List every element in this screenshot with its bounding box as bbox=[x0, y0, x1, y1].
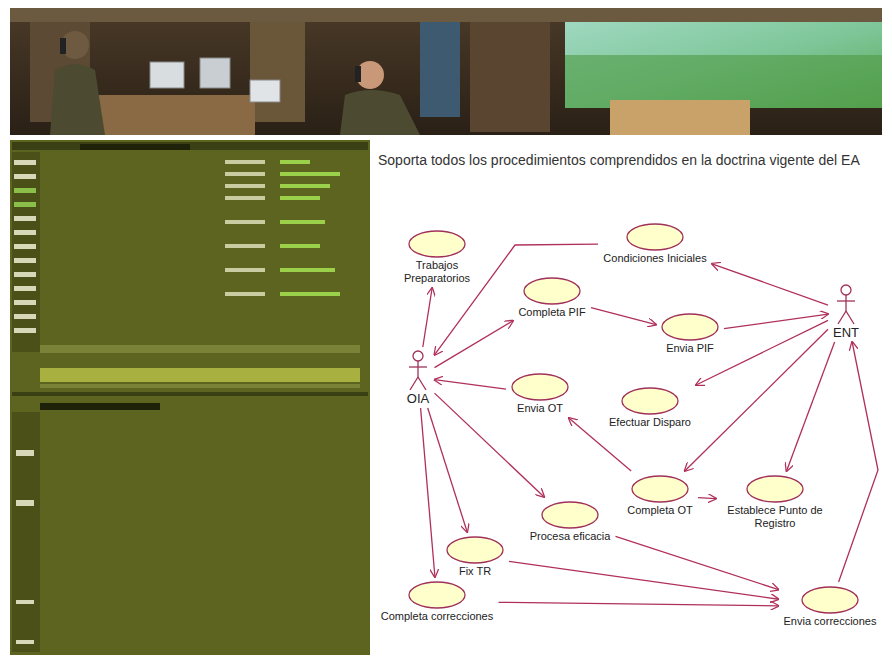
use-case-label: Completa correcciones bbox=[380, 610, 495, 623]
use-case: Efectuar Disparo bbox=[607, 386, 693, 429]
use-case-label: Condiciones Iniciales bbox=[602, 252, 707, 265]
use-case: Completa PIF bbox=[516, 276, 588, 319]
use-case-label: Envia OT bbox=[516, 402, 564, 415]
use-case-label: Fix TR bbox=[458, 565, 492, 578]
use-case: Envia correcciones bbox=[782, 585, 879, 628]
actor: OIA bbox=[405, 350, 432, 405]
use-case-label: Trabajos Preparatorios bbox=[396, 259, 478, 285]
use-case-ellipse bbox=[510, 372, 570, 402]
association-arrow bbox=[839, 342, 878, 582]
screenshot bbox=[10, 140, 370, 655]
association-arrow bbox=[421, 408, 435, 577]
association-arrow bbox=[509, 561, 779, 599]
actor-figure bbox=[834, 284, 858, 326]
actor-name: OIA bbox=[406, 392, 430, 405]
association-arrow bbox=[435, 380, 507, 389]
actor-name: ENT bbox=[832, 326, 860, 339]
use-case-label: Completa OT bbox=[626, 504, 693, 517]
use-case: Envia OT bbox=[509, 372, 571, 415]
use-case: Completa OT bbox=[625, 474, 695, 517]
use-case-label: Procesa eficacia bbox=[529, 530, 612, 543]
use-case-label: Efectuar Disparo bbox=[608, 416, 692, 429]
association-arrow bbox=[698, 498, 716, 499]
association-arrow bbox=[616, 536, 779, 589]
use-case-ellipse bbox=[625, 222, 685, 252]
use-case-label: Envia correcciones bbox=[783, 615, 878, 628]
association-arrow bbox=[435, 321, 514, 368]
use-case-ellipse bbox=[445, 535, 505, 565]
use-case-ellipse bbox=[800, 585, 860, 615]
association-arrow bbox=[724, 314, 828, 329]
use-case-label: Completa PIF bbox=[517, 306, 586, 319]
use-case: Procesa eficacia bbox=[528, 500, 613, 543]
use-case: Trabajos Preparatorios bbox=[395, 229, 479, 285]
use-case-label: Establece Punto de Registro bbox=[720, 504, 830, 530]
actor-figure bbox=[406, 350, 430, 392]
use-case: Establece Punto de Registro bbox=[719, 474, 831, 530]
use-case-ellipse bbox=[540, 500, 600, 530]
use-case-ellipse bbox=[407, 580, 467, 610]
use-case: Completa correcciones bbox=[379, 580, 496, 623]
association-arrow bbox=[423, 288, 432, 347]
use-case-ellipse bbox=[620, 386, 680, 416]
association-arrow bbox=[787, 342, 835, 471]
use-case: Envia PIF bbox=[659, 312, 721, 355]
use-case: Fix TR bbox=[444, 535, 506, 578]
association-arrow bbox=[712, 264, 828, 305]
photo bbox=[10, 8, 882, 135]
association-arrow bbox=[591, 308, 656, 325]
use-case-ellipse bbox=[660, 312, 720, 342]
association-arrow bbox=[428, 408, 467, 532]
use-case-ellipse bbox=[522, 276, 582, 306]
diagram-title: Soporta todos los procedimientos compren… bbox=[378, 150, 884, 170]
association-arrow bbox=[499, 602, 779, 606]
use-case-ellipse bbox=[407, 229, 467, 259]
use-case: Condiciones Iniciales bbox=[601, 222, 709, 265]
use-case-ellipse bbox=[745, 474, 805, 504]
actor: ENT bbox=[831, 284, 861, 339]
use-case-ellipse bbox=[630, 474, 690, 504]
use-case-label: Envia PIF bbox=[665, 342, 715, 355]
